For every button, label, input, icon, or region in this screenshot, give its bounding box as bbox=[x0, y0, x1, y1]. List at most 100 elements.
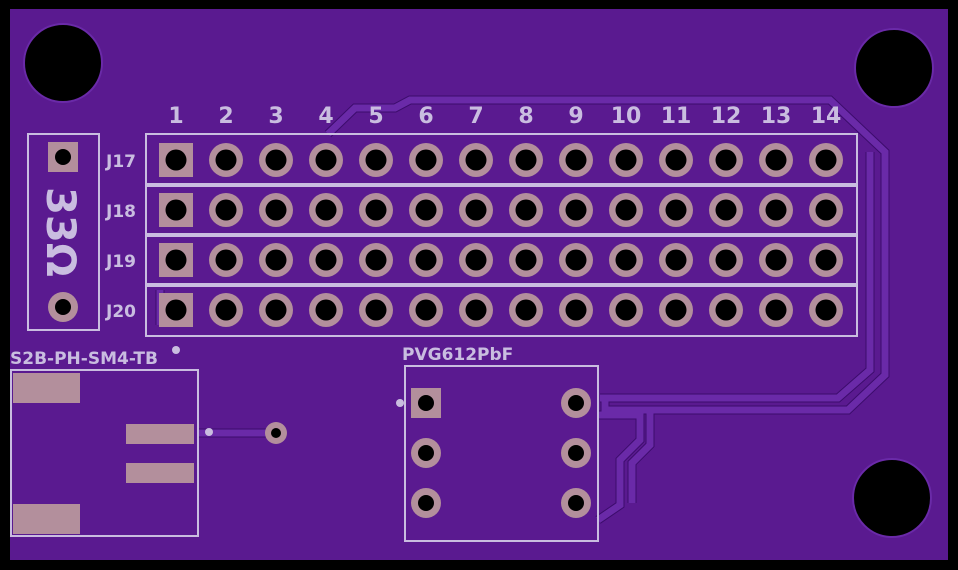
header-column-number: 3 bbox=[268, 104, 283, 129]
header-pad-drill bbox=[515, 149, 537, 171]
header-pad-drill bbox=[565, 249, 587, 271]
header-row-outline bbox=[145, 233, 858, 287]
connector-signal-pad-1 bbox=[126, 424, 194, 444]
relay-pin-5-drill bbox=[568, 445, 584, 461]
resistor-value: 33Ω bbox=[37, 187, 83, 277]
relay-pin-2-drill bbox=[418, 445, 434, 461]
header-pad-drill bbox=[815, 149, 837, 171]
header-pad-drill bbox=[565, 199, 587, 221]
header-pad-drill bbox=[815, 249, 837, 271]
connector-mount-pad-top bbox=[13, 373, 80, 403]
header-column-number: 1 bbox=[168, 104, 183, 129]
header-row-j19: J19 bbox=[105, 233, 858, 287]
header-pad-drill bbox=[765, 149, 787, 171]
header-row-j20: J20 bbox=[105, 283, 858, 337]
mounting-hole-bottom-right bbox=[852, 458, 932, 538]
header-column-number: 12 bbox=[711, 104, 742, 129]
header-pad-drill bbox=[265, 149, 287, 171]
resistor-footprint: 33Ω bbox=[27, 133, 100, 331]
connector-silkscreen-outline bbox=[10, 369, 199, 537]
connector-footprint: S2B-PH-SM4-TB bbox=[10, 346, 287, 537]
header-pad-drill bbox=[415, 249, 437, 271]
header-pad-drill bbox=[765, 249, 787, 271]
header-row-outline bbox=[145, 183, 858, 237]
header-pad-drill bbox=[515, 249, 537, 271]
header-column-number: 14 bbox=[811, 104, 842, 129]
header-pad-drill bbox=[615, 299, 637, 321]
header-pad-drill bbox=[315, 299, 337, 321]
header-pad-drill bbox=[365, 249, 387, 271]
relay-pin-1-drill bbox=[418, 395, 434, 411]
resistor-silkscreen-outline bbox=[27, 133, 100, 331]
header-column-number: 2 bbox=[218, 104, 233, 129]
header-pad-drill bbox=[815, 299, 837, 321]
relay-pin-6-drill bbox=[568, 395, 584, 411]
header-pad-drill bbox=[465, 149, 487, 171]
header-column-number: 13 bbox=[761, 104, 792, 129]
header-pad-drill bbox=[815, 199, 837, 221]
header-row-label: J18 bbox=[105, 202, 136, 222]
header-pad-drill bbox=[665, 149, 687, 171]
header-row-label: J20 bbox=[105, 302, 136, 322]
header-pad-drill bbox=[215, 199, 237, 221]
header-pad-drill bbox=[615, 199, 637, 221]
header-pad-drill bbox=[265, 249, 287, 271]
mounting-hole-top-right bbox=[854, 28, 934, 108]
header-column-number: 8 bbox=[518, 104, 533, 129]
header-pad-drill bbox=[665, 249, 687, 271]
header-pad-drill bbox=[215, 149, 237, 171]
connector-signal-pad-2 bbox=[126, 463, 194, 483]
header-pad-drill bbox=[765, 199, 787, 221]
header-pad-drill bbox=[165, 249, 187, 271]
relay-footprint: PVG612PbF bbox=[396, 345, 599, 542]
header-row-label: J17 bbox=[105, 152, 136, 172]
connector-pin1-marker bbox=[172, 346, 180, 354]
trace-relay-right bbox=[596, 411, 644, 523]
header-pad-drill bbox=[615, 249, 637, 271]
relay-pin-4-drill bbox=[568, 495, 584, 511]
trace-relay-inner bbox=[628, 410, 654, 503]
header-row-label: J19 bbox=[105, 252, 136, 272]
mounting-hole-top-left bbox=[23, 23, 103, 103]
header-pad-drill bbox=[365, 199, 387, 221]
relay-silkscreen-outline bbox=[404, 365, 599, 542]
header-pad-drill bbox=[415, 199, 437, 221]
header-pad-drill bbox=[215, 249, 237, 271]
header-pad-drill bbox=[715, 149, 737, 171]
header-pad-drill bbox=[665, 199, 687, 221]
header-pad-drill bbox=[565, 149, 587, 171]
header-pad-drill bbox=[365, 299, 387, 321]
header-pad-drill bbox=[665, 299, 687, 321]
header-pad-drill bbox=[415, 299, 437, 321]
header-pad-drill bbox=[315, 149, 337, 171]
header-pad-drill bbox=[515, 299, 537, 321]
resistor-pad-round-drill bbox=[55, 299, 71, 315]
connector-mount-pad-bottom bbox=[13, 504, 80, 534]
header-column-number: 11 bbox=[661, 104, 692, 129]
header-pad-drill bbox=[415, 149, 437, 171]
header-column-number: 4 bbox=[318, 104, 333, 129]
header-row-outline bbox=[145, 133, 858, 187]
header-column-number: 6 bbox=[418, 104, 433, 129]
header-pad-drill bbox=[615, 149, 637, 171]
header-pad-drill bbox=[165, 299, 187, 321]
header-row-outline bbox=[145, 283, 858, 337]
header-pad-drill bbox=[465, 299, 487, 321]
trace-outline-inner bbox=[600, 152, 874, 402]
header-pad-drill bbox=[165, 199, 187, 221]
relay-label: PVG612PbF bbox=[402, 345, 513, 365]
header-pad-drill bbox=[315, 249, 337, 271]
header-row-j17: J17 bbox=[105, 133, 858, 187]
relay-pin1-marker bbox=[396, 399, 404, 407]
header-pad-drill bbox=[715, 199, 737, 221]
header-row-j18: J18 bbox=[105, 183, 858, 237]
header-pad-drill bbox=[315, 199, 337, 221]
connector-label: S2B-PH-SM4-TB bbox=[10, 349, 158, 369]
header-column-number: 9 bbox=[568, 104, 583, 129]
header-pad-drill bbox=[465, 199, 487, 221]
header-pad-drill bbox=[465, 249, 487, 271]
header-pad-drill bbox=[215, 299, 237, 321]
